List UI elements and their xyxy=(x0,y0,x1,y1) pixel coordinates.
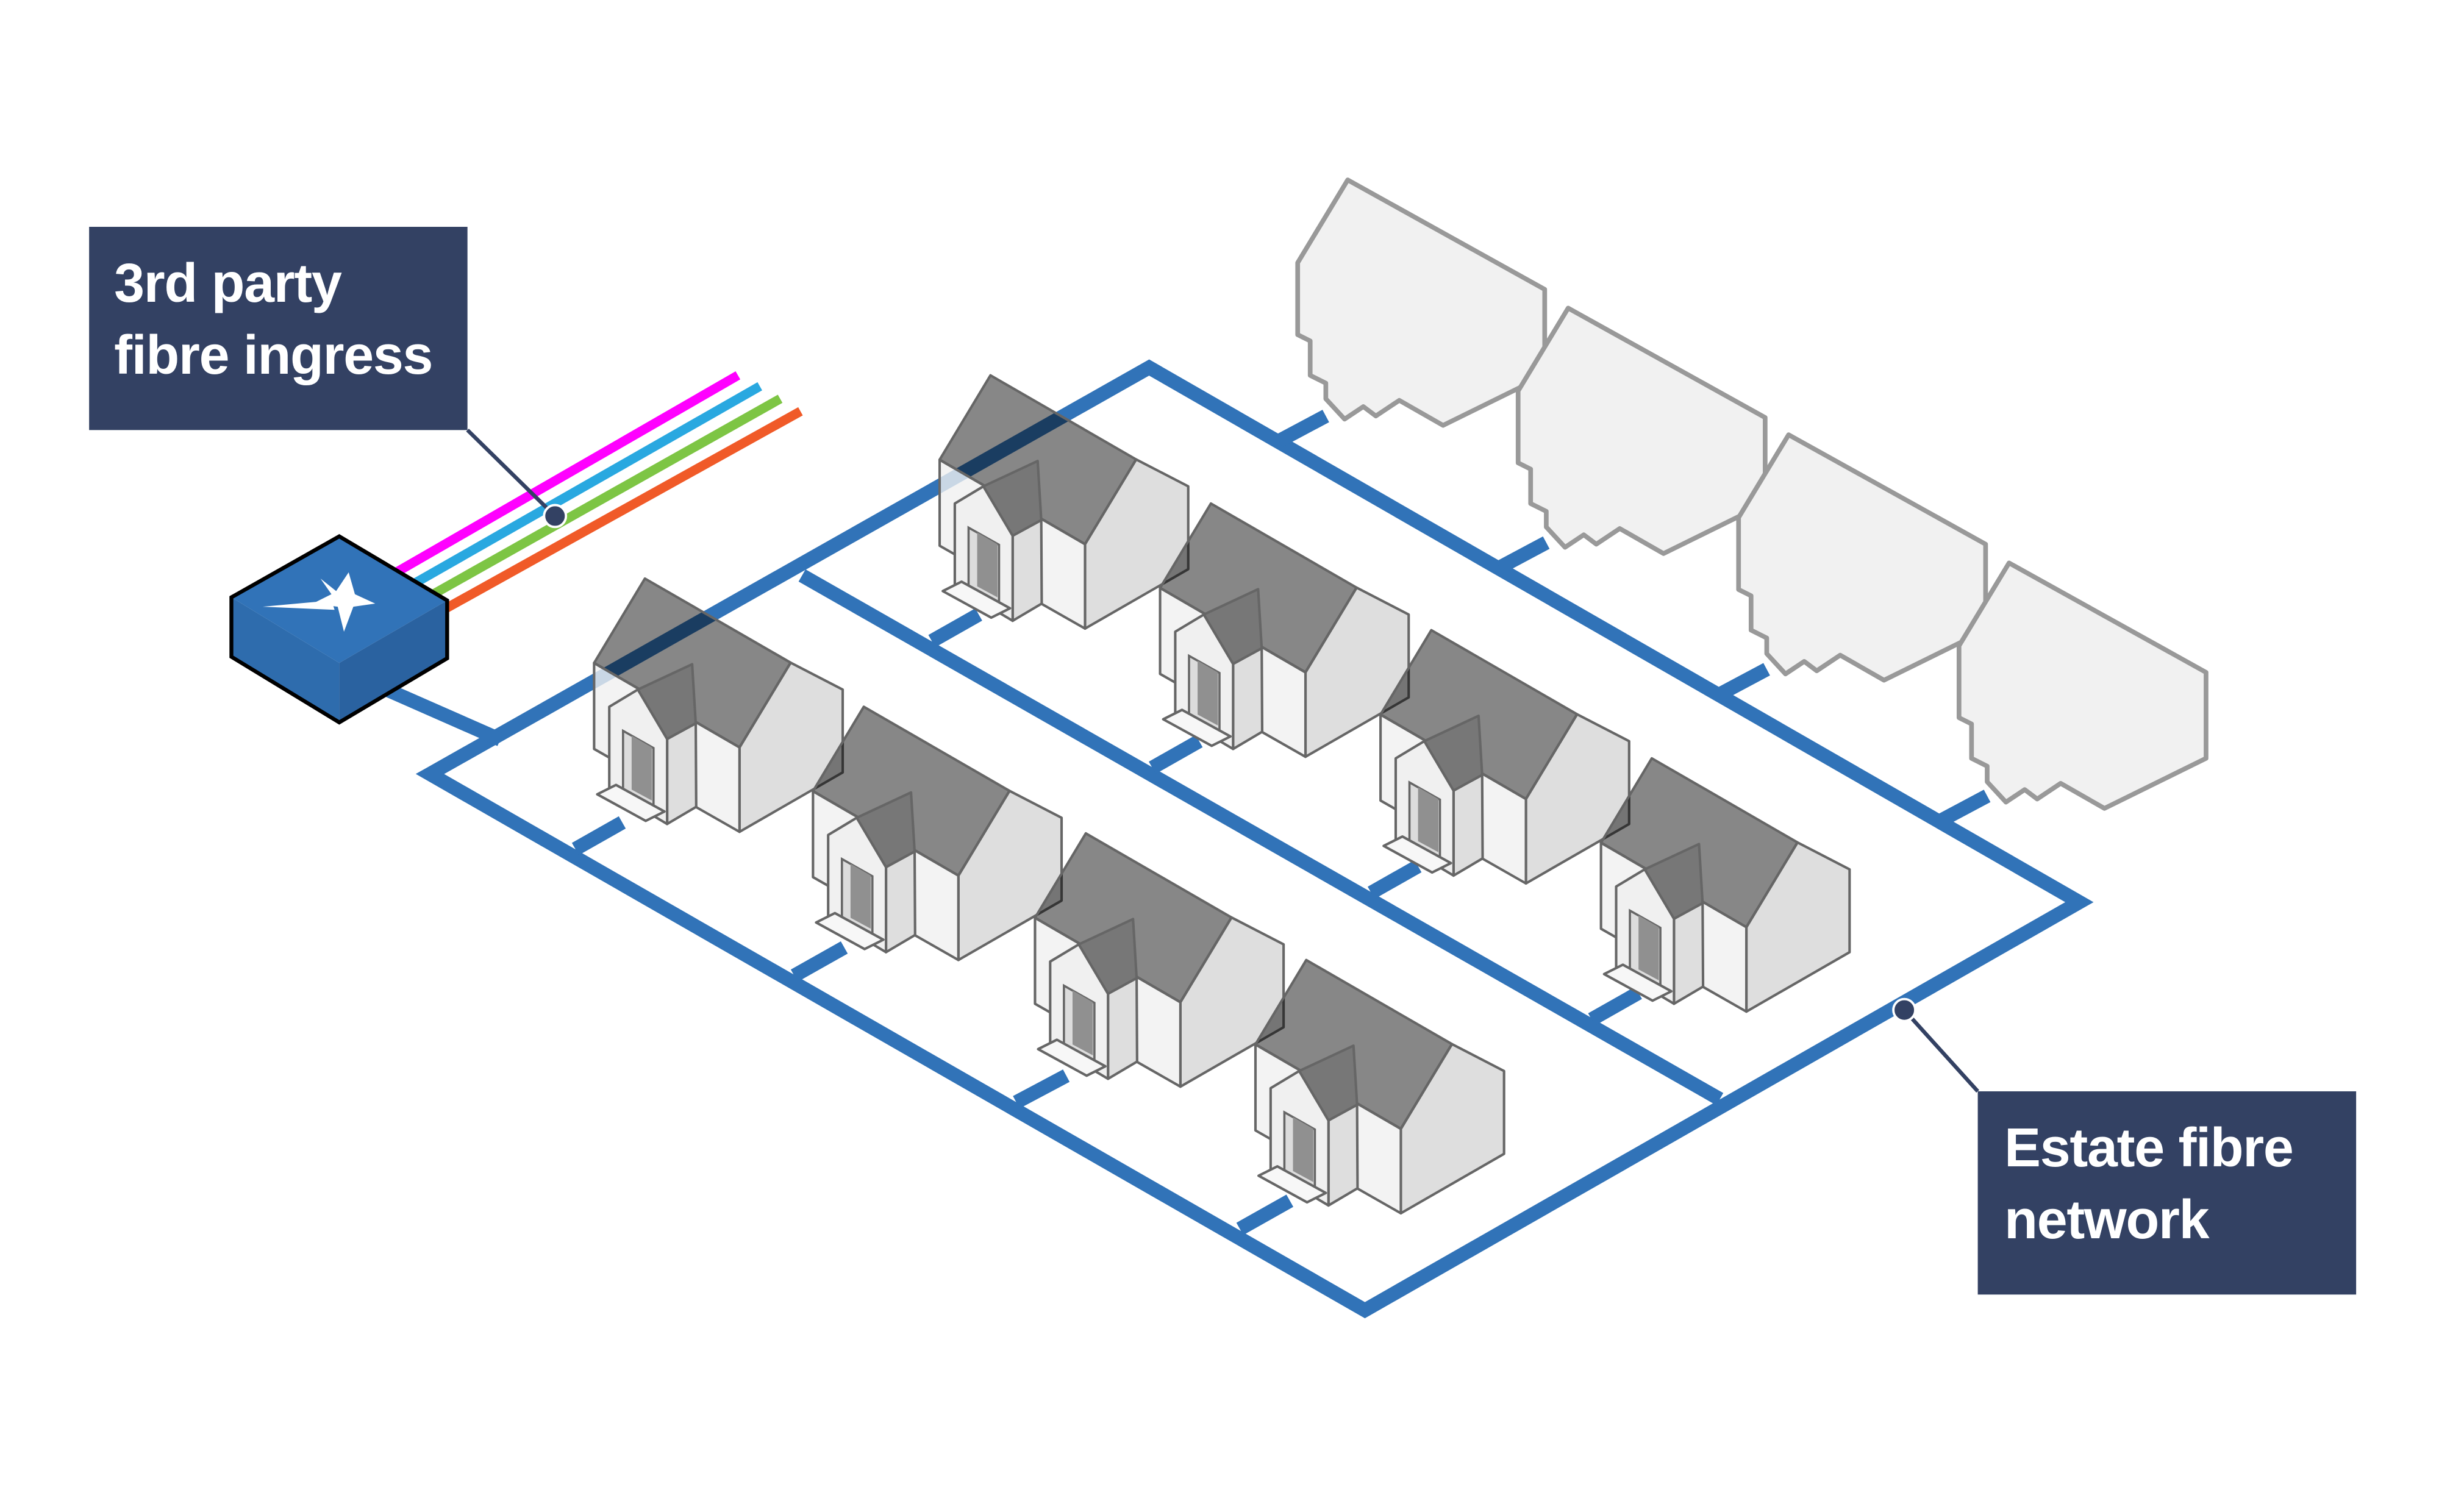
hub-right-face xyxy=(339,600,448,722)
fibre-hub xyxy=(229,534,449,725)
estate-fibre-network xyxy=(380,359,2094,1319)
house xyxy=(1160,504,1409,757)
planned-house-outline xyxy=(1959,563,2206,808)
callout-network-line1: Estate fibre xyxy=(2004,1118,2293,1179)
third-party-fibres xyxy=(388,371,803,618)
callout-ingress-marker xyxy=(543,504,568,529)
fibre-blue xyxy=(404,382,762,593)
network-spine xyxy=(798,569,1724,1105)
fibre-green xyxy=(420,394,783,605)
callout-network: Estate fibre network xyxy=(1892,997,2357,1295)
callout-network-line2: network xyxy=(2004,1189,2209,1250)
callout-network-box xyxy=(1977,1091,2357,1295)
house xyxy=(1601,758,1850,1011)
planned-house-outline xyxy=(1298,180,1544,426)
fibre-magenta xyxy=(388,371,741,580)
callout-network-marker xyxy=(1892,997,1916,1022)
callout-network-label: Estate fibre network xyxy=(2004,1118,2307,1250)
star-logo-icon xyxy=(262,572,376,632)
callout-ingress-line2: fibre ingress xyxy=(114,325,432,386)
planned-house-outline xyxy=(1518,308,1765,554)
planned-house-outline xyxy=(1738,435,1985,680)
callout-ingress-label: 3rd party fibre ingress xyxy=(114,253,432,386)
callout-ingress: 3rd party fibre ingress xyxy=(89,227,568,529)
house xyxy=(1380,630,1629,883)
house xyxy=(1255,960,1504,1213)
hub-link xyxy=(380,681,504,746)
callout-ingress-line1: 3rd party xyxy=(114,253,342,314)
hub-left-face xyxy=(231,597,340,722)
house xyxy=(1035,833,1284,1086)
fibre-orange xyxy=(435,407,803,618)
network-ring xyxy=(415,359,2094,1319)
callout-ingress-box xyxy=(89,227,468,430)
house xyxy=(813,707,1062,960)
house-drops xyxy=(571,410,1991,1235)
